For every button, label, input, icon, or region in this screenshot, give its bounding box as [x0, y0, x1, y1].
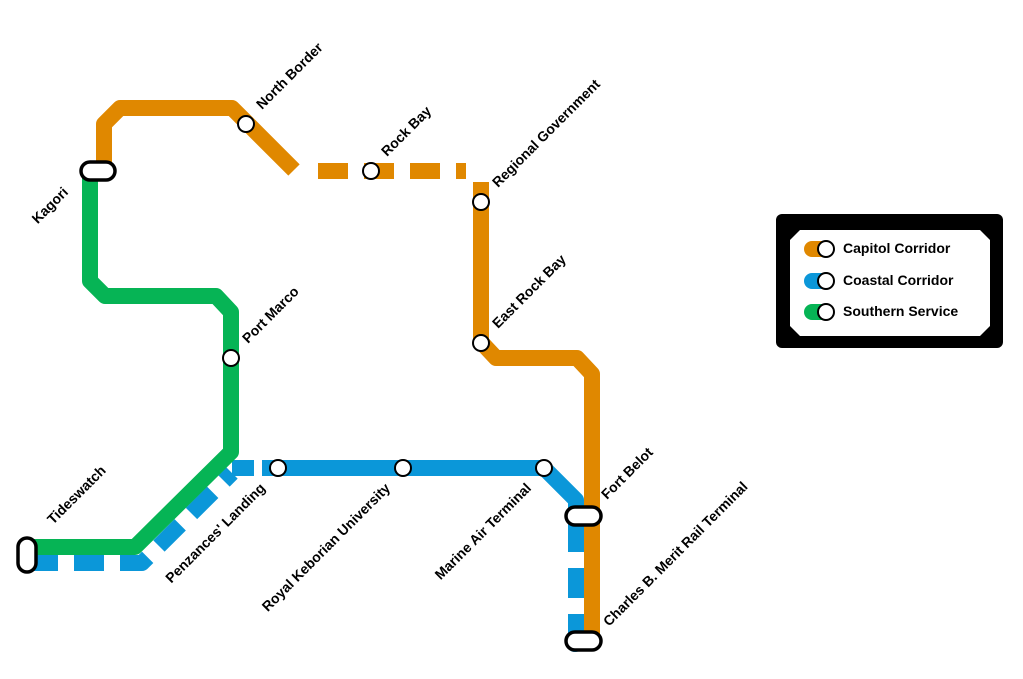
coastal-segment-tideswatch-dashed [28, 467, 238, 571]
southern-segment-tideswatch-kagori [28, 172, 239, 555]
legend: Capitol Corridor Coastal Corridor Southe… [776, 214, 1003, 348]
station-penzances-landing-marker[interactable] [269, 459, 287, 477]
station-label-royal-keborian-university: Royal Keborian University [259, 480, 394, 615]
station-label-marine-air-terminal: Marine Air Terminal [431, 480, 534, 583]
station-label-fort-belot: Fort Belot [598, 444, 656, 502]
station-label-kagori: Kagori [28, 184, 71, 227]
legend-label-coastal: Coastal Corridor [843, 272, 954, 288]
legend-label-southern: Southern Service [843, 303, 958, 319]
station-port-marco-marker[interactable] [222, 349, 240, 367]
legend-stop-icon [817, 272, 835, 290]
station-label-rock-bay: Rock Bay [378, 103, 435, 160]
legend-item-capitol-corridor: Capitol Corridor [804, 240, 951, 258]
legend-stop-icon [817, 240, 835, 258]
station-label-charles-b-merit: Charles B. Merit Rail Terminal [600, 478, 751, 629]
capitol-segment-kagori-north-border [96, 100, 300, 176]
southern-service-line [28, 172, 239, 555]
station-rock-bay-marker[interactable] [362, 162, 380, 180]
station-charles-b-merit-interchange[interactable] [564, 630, 603, 652]
station-kagori-interchange[interactable] [79, 160, 117, 182]
legend-stop-icon [817, 303, 835, 321]
legend-panel [790, 230, 990, 336]
station-royal-keborian-university-marker[interactable] [394, 459, 412, 477]
station-label-port-marco: Port Marco [239, 283, 302, 346]
capitol-segment-regional-government-fort-belot [473, 182, 600, 640]
station-label-east-rock-bay: East Rock Bay [489, 251, 569, 331]
legend-item-southern-service: Southern Service [804, 303, 958, 321]
station-east-rock-bay-marker[interactable] [472, 334, 490, 352]
station-north-border-marker[interactable] [237, 115, 255, 133]
station-label-tideswatch: Tideswatch [44, 462, 109, 527]
station-marine-air-terminal-marker[interactable] [535, 459, 553, 477]
station-label-north-border: North Border [253, 39, 326, 112]
station-tideswatch-interchange[interactable] [16, 536, 38, 574]
legend-item-coastal-corridor: Coastal Corridor [804, 272, 954, 290]
station-label-regional-government: Regional Government [489, 76, 603, 190]
legend-label-capitol: Capitol Corridor [843, 240, 951, 256]
station-regional-government-marker[interactable] [472, 193, 490, 211]
station-fort-belot-interchange[interactable] [564, 505, 603, 527]
